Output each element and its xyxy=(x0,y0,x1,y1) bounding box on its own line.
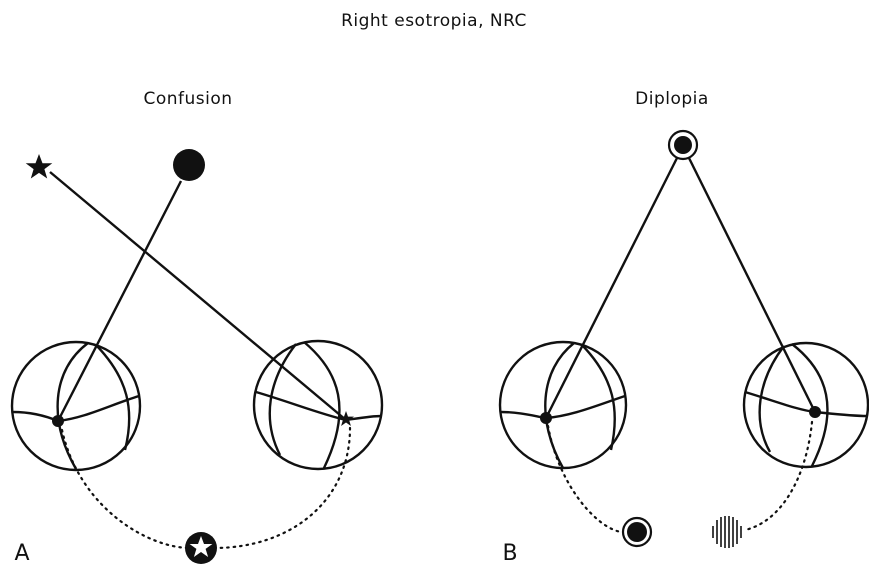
right-eye-globe xyxy=(742,341,869,469)
panel-b: Diplopia xyxy=(498,89,869,566)
right-fovea-dot xyxy=(809,406,821,418)
panel-b-letter: B xyxy=(502,541,517,566)
panel-a: Confusion xyxy=(10,89,384,566)
figure-title: Right esotropia, NRC xyxy=(341,11,527,31)
left-eye-sight-line xyxy=(56,180,183,422)
left-projection-path xyxy=(546,424,624,534)
ball-object xyxy=(173,149,205,181)
right-eye-sight-line xyxy=(49,171,347,421)
right-fovea-star xyxy=(338,411,354,426)
left-eye-globe xyxy=(10,340,142,472)
right-projection-path xyxy=(212,426,352,550)
panel-a-letter: A xyxy=(14,541,29,566)
panel-b-heading: Diplopia xyxy=(635,89,709,109)
right-eye-sight-line xyxy=(687,157,817,413)
right-projection-path xyxy=(743,420,814,532)
fixation-object xyxy=(667,129,699,161)
star-object xyxy=(25,154,53,179)
confusion-percept xyxy=(185,532,217,564)
left-fovea-dot xyxy=(540,412,552,424)
left-eye-globe xyxy=(498,340,628,470)
panel-a-heading: Confusion xyxy=(143,89,232,109)
true-image xyxy=(621,516,653,548)
left-projection-path xyxy=(60,428,192,550)
left-fovea-dot xyxy=(52,415,64,427)
false-image xyxy=(712,516,742,548)
right-eye-globe xyxy=(252,339,384,471)
left-eye-sight-line xyxy=(544,157,679,419)
